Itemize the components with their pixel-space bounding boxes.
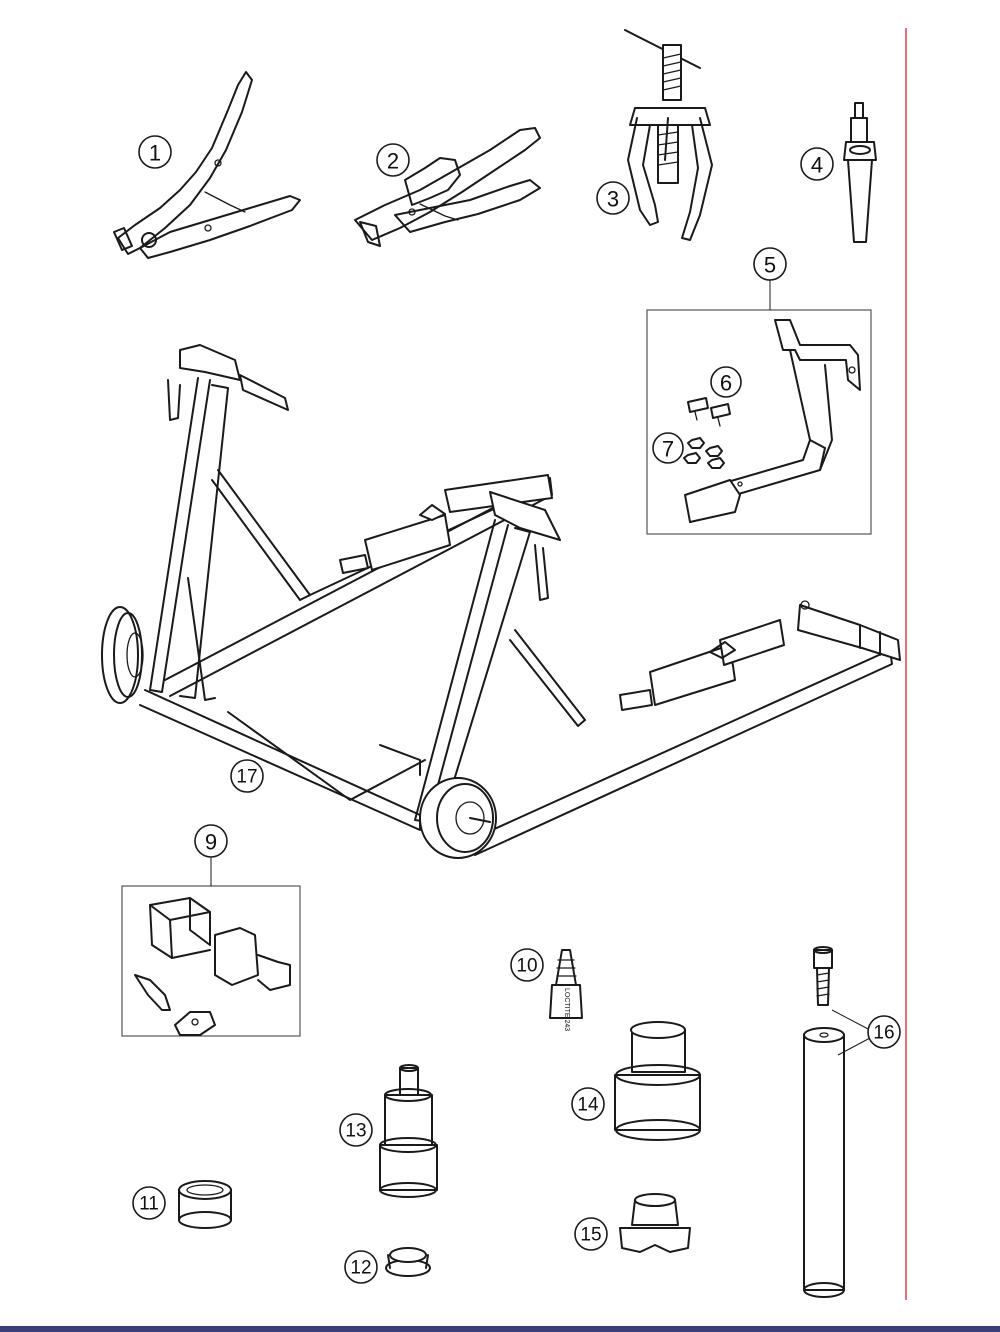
callout-10: 10: [510, 948, 544, 982]
callout-2: 2: [376, 143, 410, 177]
part-14-bush: [614, 1021, 701, 1141]
part-3-puller: [624, 29, 713, 241]
part-16-tube-and-bolt: [803, 946, 871, 1298]
part-13-drift: [379, 1064, 438, 1198]
callout-15: 15: [574, 1217, 608, 1251]
part-11-ring: [178, 1180, 232, 1229]
part-9-kit-group: [121, 857, 301, 1037]
callout-4: 4: [800, 147, 834, 181]
callout-5: 5: [753, 247, 787, 281]
callout-9-label: 9: [205, 830, 217, 855]
callout-1: 1: [138, 135, 172, 169]
callout-13: 13: [339, 1113, 373, 1147]
callout-14: 14: [571, 1087, 605, 1121]
page-bottom-bar: [0, 1326, 1000, 1332]
callout-3: 3: [596, 181, 630, 215]
callout-9: 9: [194, 824, 228, 858]
part-7-nuts: [683, 437, 725, 469]
callout-5-label: 5: [764, 253, 776, 278]
callout-10-label: 10: [516, 956, 537, 977]
callout-2-label: 2: [387, 149, 399, 174]
callout-14-label: 14: [577, 1095, 599, 1116]
callout-11-label: 11: [139, 1194, 159, 1215]
callout-12: 12: [344, 1250, 378, 1284]
part-6-screws: [687, 397, 731, 427]
part-12-cap: [385, 1247, 431, 1277]
callout-16: 16: [867, 1015, 901, 1049]
callout-4-label: 4: [811, 153, 823, 178]
callout-11: 11: [132, 1186, 166, 1220]
part-15-bush: [619, 1193, 691, 1253]
callout-6: 6: [710, 366, 742, 398]
callout-3-label: 3: [607, 187, 619, 212]
callout-13-label: 13: [345, 1121, 366, 1142]
callout-7: 7: [652, 432, 684, 464]
part-1-pliers: [113, 71, 301, 259]
callout-16-label: 16: [873, 1023, 894, 1044]
part-10-label: LOCTITE 243: [563, 988, 570, 1031]
callout-12-label: 12: [350, 1258, 371, 1279]
part-2-pliers: [354, 127, 541, 247]
callout-17-label: 17: [236, 767, 257, 788]
callout-17: 17: [230, 759, 264, 793]
part-17-work-stand: [101, 344, 901, 859]
callout-7-label: 7: [662, 437, 674, 462]
part-4-slide-hammer: [843, 102, 877, 243]
callout-15-label: 15: [580, 1225, 601, 1246]
callout-1-label: 1: [149, 141, 161, 166]
callout-6-label: 6: [720, 371, 732, 396]
part-5-bracket-group: [646, 280, 872, 535]
part-10-loctite-bottle: LOCTITE 243: [549, 949, 583, 1031]
